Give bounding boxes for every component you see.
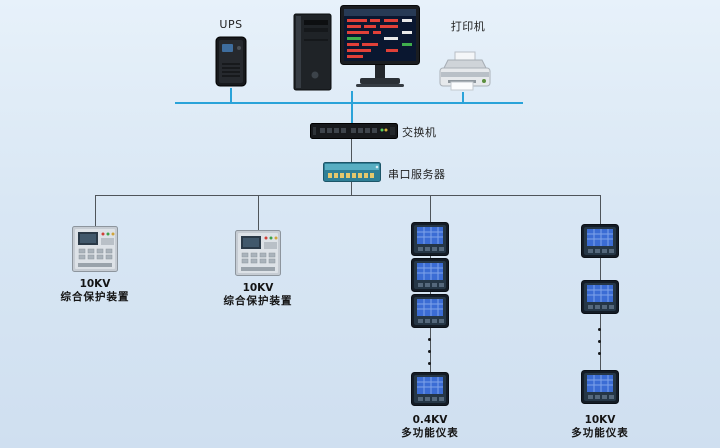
protection1-drop-wire xyxy=(95,195,96,227)
computer-tower-device xyxy=(293,13,333,91)
multifunction-meter xyxy=(581,224,619,258)
multifunction-meter xyxy=(411,222,449,256)
meter-icon xyxy=(411,294,449,328)
printer-icon xyxy=(439,51,491,91)
printer-label: 打印机 xyxy=(450,20,486,33)
ups-drop-line xyxy=(230,88,232,102)
serial-server-icon xyxy=(323,162,381,182)
protection-1-name: 综合保护装置 xyxy=(60,291,130,303)
meter-icon xyxy=(581,370,619,404)
meters-04kv-label: 0.4KV 多功能仪表 xyxy=(390,414,470,440)
ups-icon xyxy=(215,36,247,87)
protection-2-kv: 10KV xyxy=(242,282,274,294)
meters-04kv-kv: 0.4KV xyxy=(412,414,448,426)
meter-icon xyxy=(411,222,449,256)
printer-drop-line xyxy=(462,92,464,102)
switch-to-serial-wire xyxy=(351,139,352,162)
multifunction-meter xyxy=(411,258,449,292)
protection-1-kv: 10KV xyxy=(79,278,111,290)
ellipsis-dot xyxy=(598,352,601,355)
serial-server-device xyxy=(323,162,381,182)
multifunction-meter xyxy=(411,372,449,406)
meters-04kv-name: 多功能仪表 xyxy=(401,427,459,439)
multifunction-meter xyxy=(581,370,619,404)
switch-icon xyxy=(310,123,398,139)
ellipsis-dot xyxy=(598,340,601,343)
meters-10kv-kv: 10KV xyxy=(584,414,616,426)
ups-label: UPS xyxy=(219,18,243,31)
multifunction-meter xyxy=(411,294,449,328)
multifunction-meter xyxy=(581,280,619,314)
ellipsis-dot xyxy=(428,338,431,341)
protection-2-label: 10KV 综合保护装置 xyxy=(218,282,298,308)
protection-1-label: 10KV 综合保护装置 xyxy=(55,278,135,304)
protection-device-1 xyxy=(72,226,118,272)
ups-device xyxy=(215,36,247,88)
meter-icon xyxy=(411,372,449,406)
monitor-device xyxy=(340,5,420,91)
ellipsis-dot xyxy=(428,362,431,365)
computer-tower-icon xyxy=(293,13,332,91)
printer-device xyxy=(436,50,494,92)
meter-icon xyxy=(581,224,619,258)
bus-to-switch-line xyxy=(351,104,353,123)
protection-device-2 xyxy=(235,230,281,276)
ellipsis-dot xyxy=(428,350,431,353)
meter-icon xyxy=(581,280,619,314)
protection-relay-icon xyxy=(235,230,281,276)
computer-drop-line xyxy=(351,91,353,102)
meters-10kv-name: 多功能仪表 xyxy=(571,427,629,439)
meter-icon xyxy=(411,258,449,292)
ellipsis-dot xyxy=(598,328,601,331)
switch-label: 交换机 xyxy=(402,126,437,139)
distribution-bus-line xyxy=(95,195,601,196)
meters-10kv-label: 10KV 多功能仪表 xyxy=(560,414,640,440)
protection2-drop-wire xyxy=(258,195,259,231)
protection-2-name: 综合保护装置 xyxy=(223,295,293,307)
protection-relay-icon xyxy=(72,226,118,272)
ethernet-bus-line xyxy=(175,102,523,104)
serial-server-label: 串口服务器 xyxy=(388,168,446,181)
serial-to-bus-wire xyxy=(351,182,352,195)
monitor-icon xyxy=(340,5,420,87)
switch-device xyxy=(310,123,398,139)
